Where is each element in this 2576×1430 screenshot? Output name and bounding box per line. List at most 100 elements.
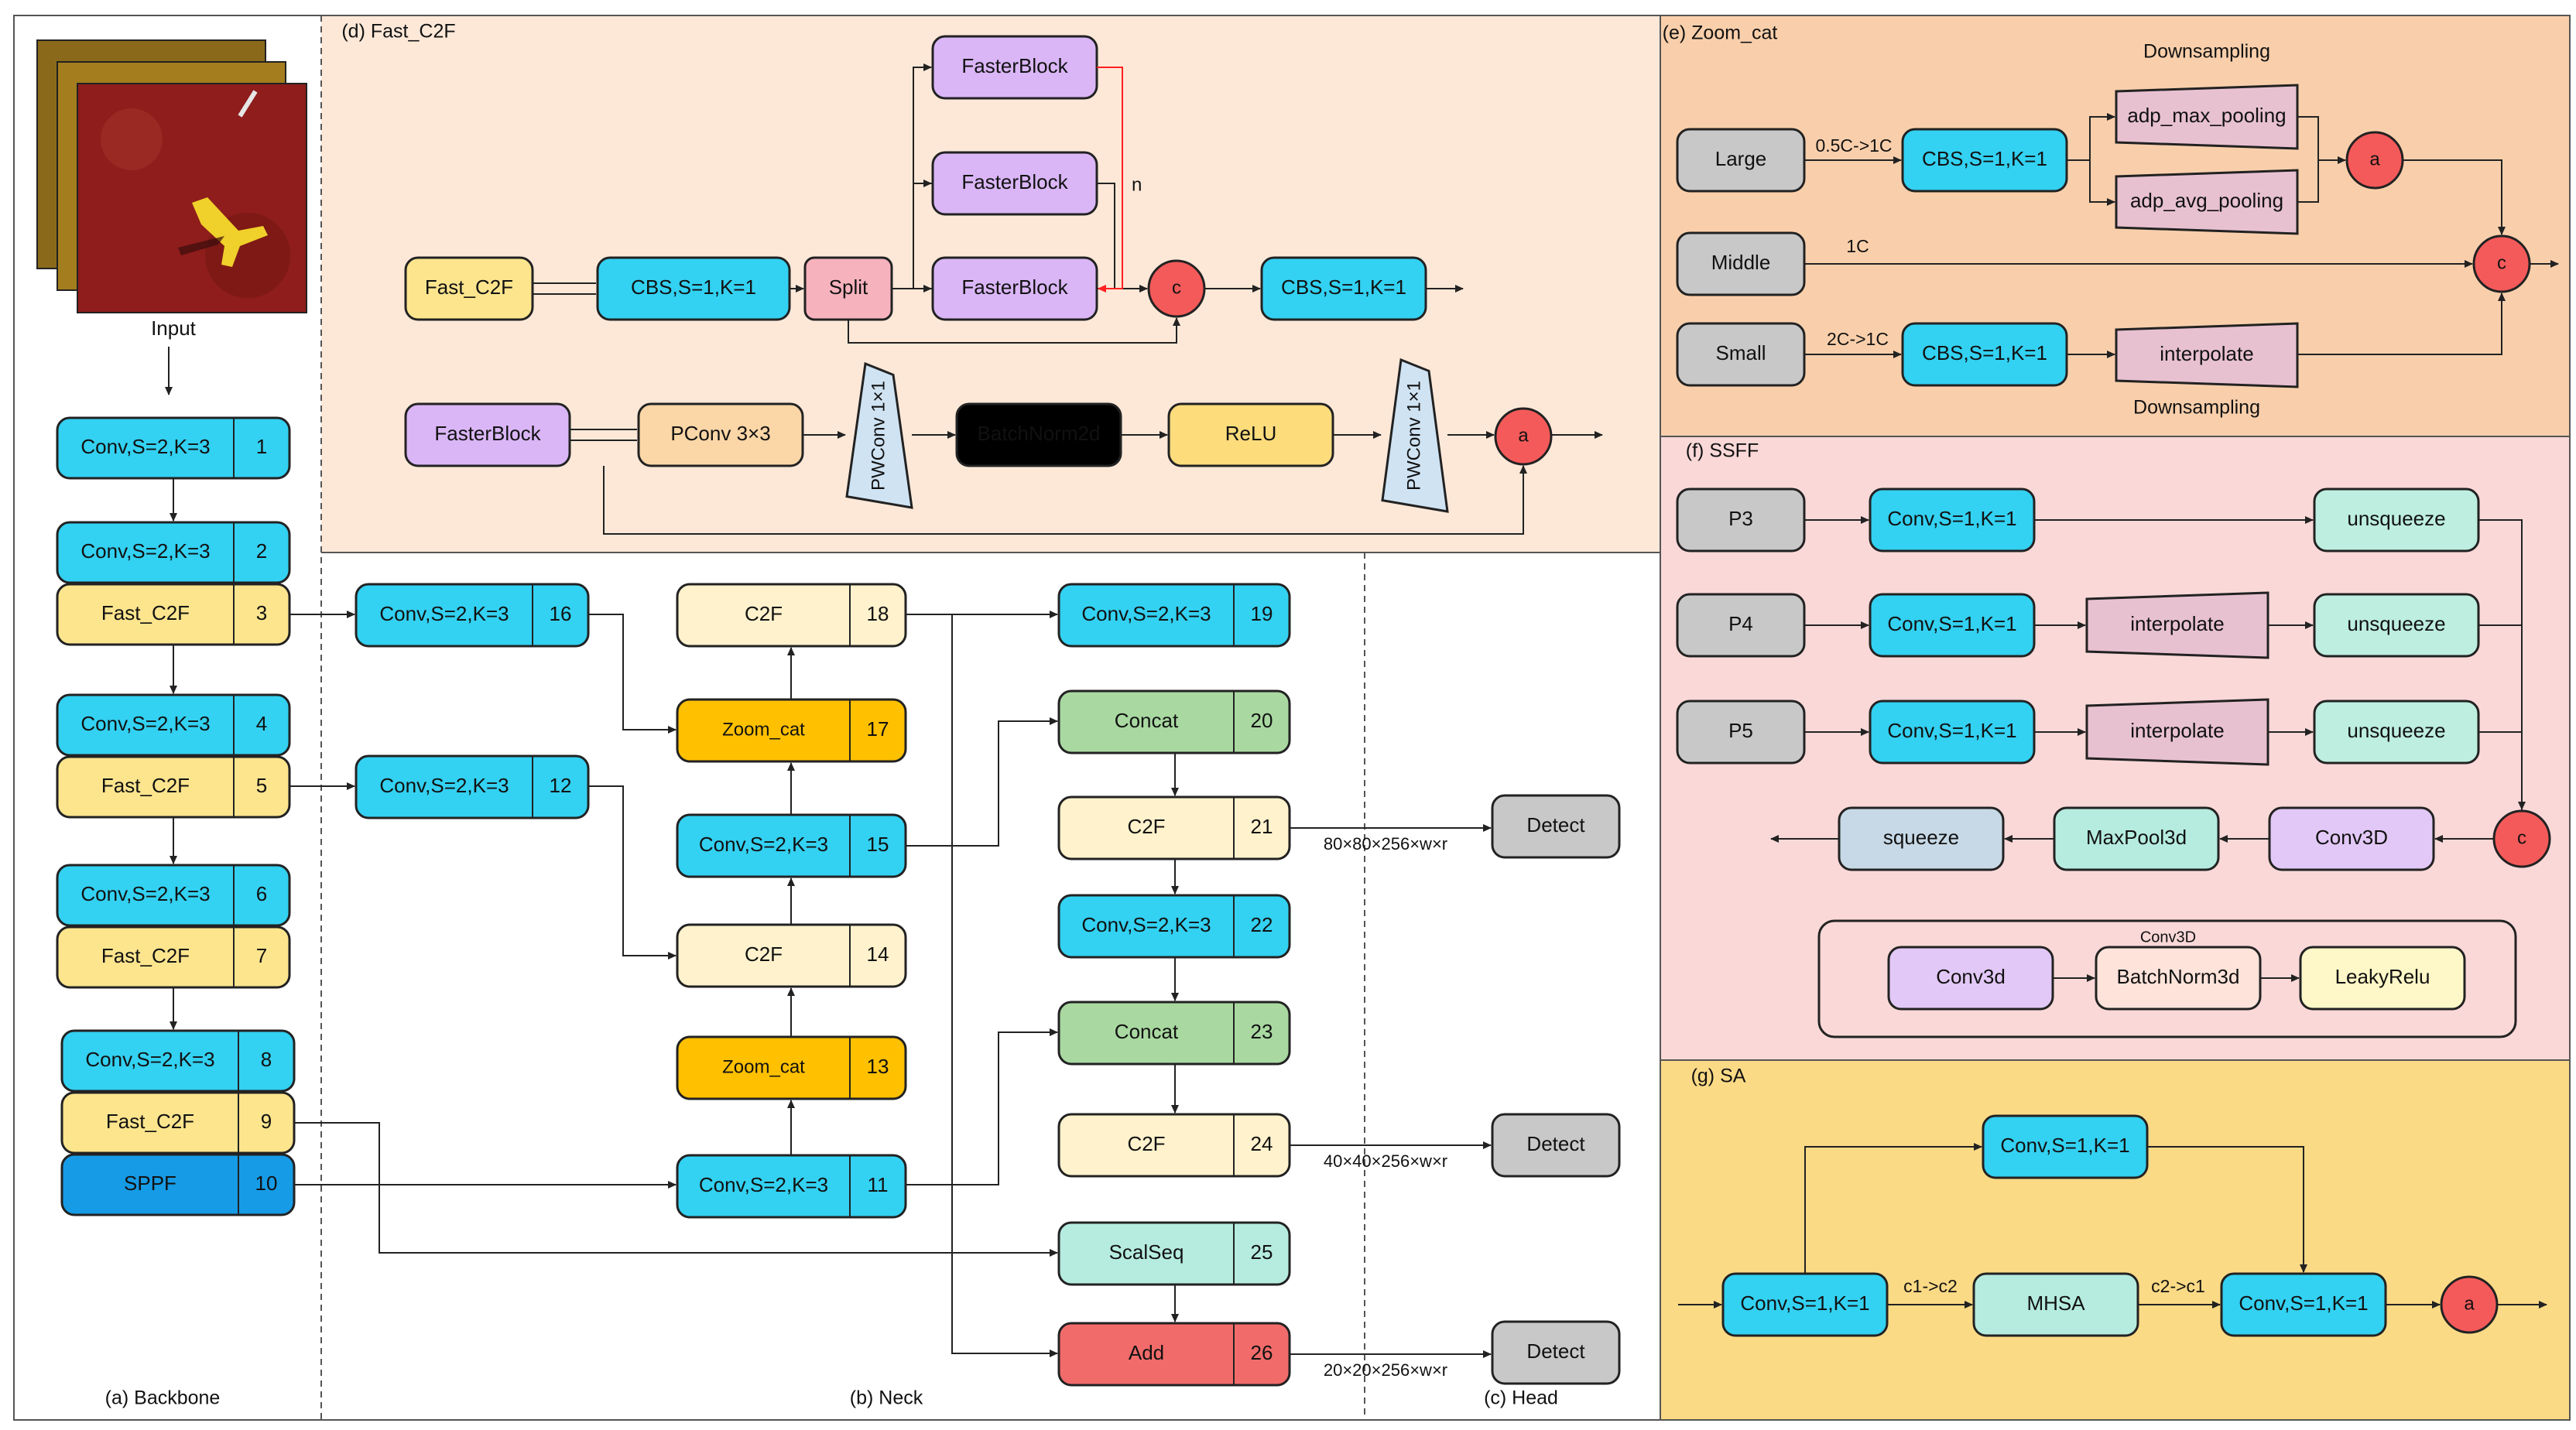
ssff-conv-3-label: Conv,S=1,K=1	[1887, 719, 2016, 742]
fc2f-input: Fast_C2F	[404, 256, 534, 321]
backbone-caption: (a) Backbone	[105, 1387, 221, 1409]
neck-block-16-number: 16	[550, 602, 572, 625]
backbone-block-5-number: 5	[256, 774, 267, 797]
ssff-conv-2-label: Conv,S=1,K=1	[1887, 612, 2016, 635]
neck-block-25-number: 25	[1251, 1240, 1273, 1264]
backbone-block-4-label: Conv,S=2,K=3	[80, 712, 210, 735]
ssff-squeeze-label: squeeze	[1883, 826, 1959, 849]
fc2f-pwconv-2: PWConv 1×1	[1381, 358, 1449, 513]
fc2f-relu-label: ReLU	[1225, 422, 1276, 445]
zc-add-circle: a	[2345, 131, 2404, 190]
detect-block-1: Detect	[1491, 794, 1621, 859]
ssff-p5-label: P5	[1728, 719, 1753, 742]
fc2f-input-label: Fast_C2F	[425, 275, 513, 299]
backbone-block-3-number: 3	[256, 601, 267, 624]
n15-to-20	[906, 717, 1058, 847]
neck-block-21-number: 21	[1251, 815, 1273, 838]
detect-block-2: Detect	[1491, 1113, 1621, 1178]
sa-ratio-out: c2->c1	[2151, 1276, 2205, 1296]
fc2f-split-to-c	[848, 317, 1180, 344]
ssff-unsqueeze-1: unsqueeze	[2313, 488, 2480, 552]
fc2f-fasterblock-2: FasterBlock	[931, 151, 1098, 216]
ssff-interpolate-2: interpolate	[2085, 698, 2269, 766]
zc-small: Small	[1676, 322, 1806, 387]
fc2f-add-circle: a	[1494, 407, 1553, 466]
backbone-block-8-number: 8	[261, 1048, 272, 1071]
ssff-interpolate-1: interpolate	[2085, 591, 2269, 659]
ssff-p4-label: P4	[1728, 612, 1753, 635]
fc2f-double-line-2	[570, 429, 637, 441]
neck-block-12-number: 12	[550, 774, 572, 797]
neck-caption: (b) Neck	[850, 1387, 923, 1409]
ssff-conv-2: Conv,S=1,K=1	[1869, 593, 2036, 658]
fc2f-pconv-label: PConv 3×3	[670, 422, 770, 445]
input-image-stack	[36, 39, 307, 313]
fc2f-pwconv-2-label: PWConv 1×1	[1403, 381, 1424, 491]
neck-block-22-label: Conv,S=2,K=3	[1081, 913, 1211, 936]
neck-block-13-number: 13	[867, 1055, 889, 1078]
fc2f-cbs-1-label: CBS,S=1,K=1	[631, 275, 756, 299]
fc2f-fasterblock-2-label: FasterBlock	[961, 170, 1068, 193]
neck-block-18-number: 18	[867, 602, 889, 625]
zc-large-label: Large	[1715, 147, 1767, 170]
zc-avg-pool: adp_avg_pooling	[2115, 169, 2299, 235]
n12-to-14	[588, 785, 677, 960]
neck-block-19-number: 19	[1251, 602, 1273, 625]
sa-mhsa-label: MHSA	[2026, 1291, 2085, 1315]
zc-middle-label: Middle	[1711, 251, 1771, 274]
neck-block-24-number: 24	[1251, 1132, 1273, 1155]
sa-skip-to-top	[1804, 1143, 1982, 1274]
neck-block-14-label: C2F	[745, 942, 783, 966]
fc2f-cbs-2-label: CBS,S=1,K=1	[1281, 275, 1406, 299]
sa-conv-2-label: Conv,S=1,K=1	[2239, 1291, 2368, 1315]
neck-block-20-number: 20	[1251, 709, 1273, 732]
fc2f-fb2-to-fb3	[913, 63, 933, 184]
neck-block-24-label: C2F	[1127, 1132, 1165, 1155]
fc2f-concat-circle: c	[1147, 259, 1206, 318]
zc-middle: Middle	[1676, 231, 1806, 296]
neck-block-25-label: ScalSeq	[1109, 1240, 1184, 1264]
sa-caption: (g) SA	[1691, 1066, 1746, 1087]
ssff-conv-1: Conv,S=1,K=1	[1869, 488, 2036, 552]
sa-top-to-conv	[2147, 1146, 2307, 1273]
sa-conv-1: Conv,S=1,K=1	[1721, 1272, 1889, 1337]
fast-c2f-caption: (d) Fast_C2F	[341, 21, 455, 43]
ssff-p3-label: P3	[1728, 507, 1753, 530]
ssff-conv-1-label: Conv,S=1,K=1	[1887, 507, 2016, 530]
neck-block-26-number: 26	[1251, 1341, 1273, 1364]
fc2f-fasterblock-1-label: FasterBlock	[961, 275, 1068, 299]
fc2f-fasterblock-in-label: FasterBlock	[434, 422, 541, 445]
ssff-unsqueeze-2-label: unsqueeze	[2347, 612, 2445, 635]
fc2f-pconv: PConv 3×3	[637, 402, 804, 467]
ssff-maxpool3d: MaxPool3d	[2053, 806, 2220, 871]
backbone-block-10-number: 10	[255, 1172, 278, 1195]
ssff-unsqueeze-2: unsqueeze	[2313, 593, 2480, 658]
neck-block-14-number: 14	[867, 942, 889, 966]
ssff-conv-3: Conv,S=1,K=1	[1869, 700, 2036, 765]
zc-large: Large	[1676, 128, 1806, 193]
backbone-block-9-label: Fast_C2F	[106, 1110, 194, 1133]
ssff-squeeze: squeeze	[1838, 806, 2005, 871]
fc2f-pwconv-1-label: PWConv 1×1	[868, 381, 889, 491]
zc-cbs-2-label: CBS,S=1,K=1	[1922, 341, 2047, 364]
zc-downsampling-top: Downsampling	[2143, 41, 2270, 63]
neck-block-14: C2F 14	[676, 923, 907, 988]
sa-conv-1-label: Conv,S=1,K=1	[1740, 1291, 1869, 1315]
neck-block-23-label: Concat	[1115, 1020, 1179, 1043]
zc-small-label: Small	[1715, 341, 1766, 364]
zc-cbs-2: CBS,S=1,K=1	[1901, 322, 2068, 387]
neck-block-21-label: C2F	[1127, 815, 1165, 838]
backbone-block-2-number: 2	[256, 539, 267, 563]
zc-max-pool-label: adp_max_pooling	[2127, 104, 2286, 127]
